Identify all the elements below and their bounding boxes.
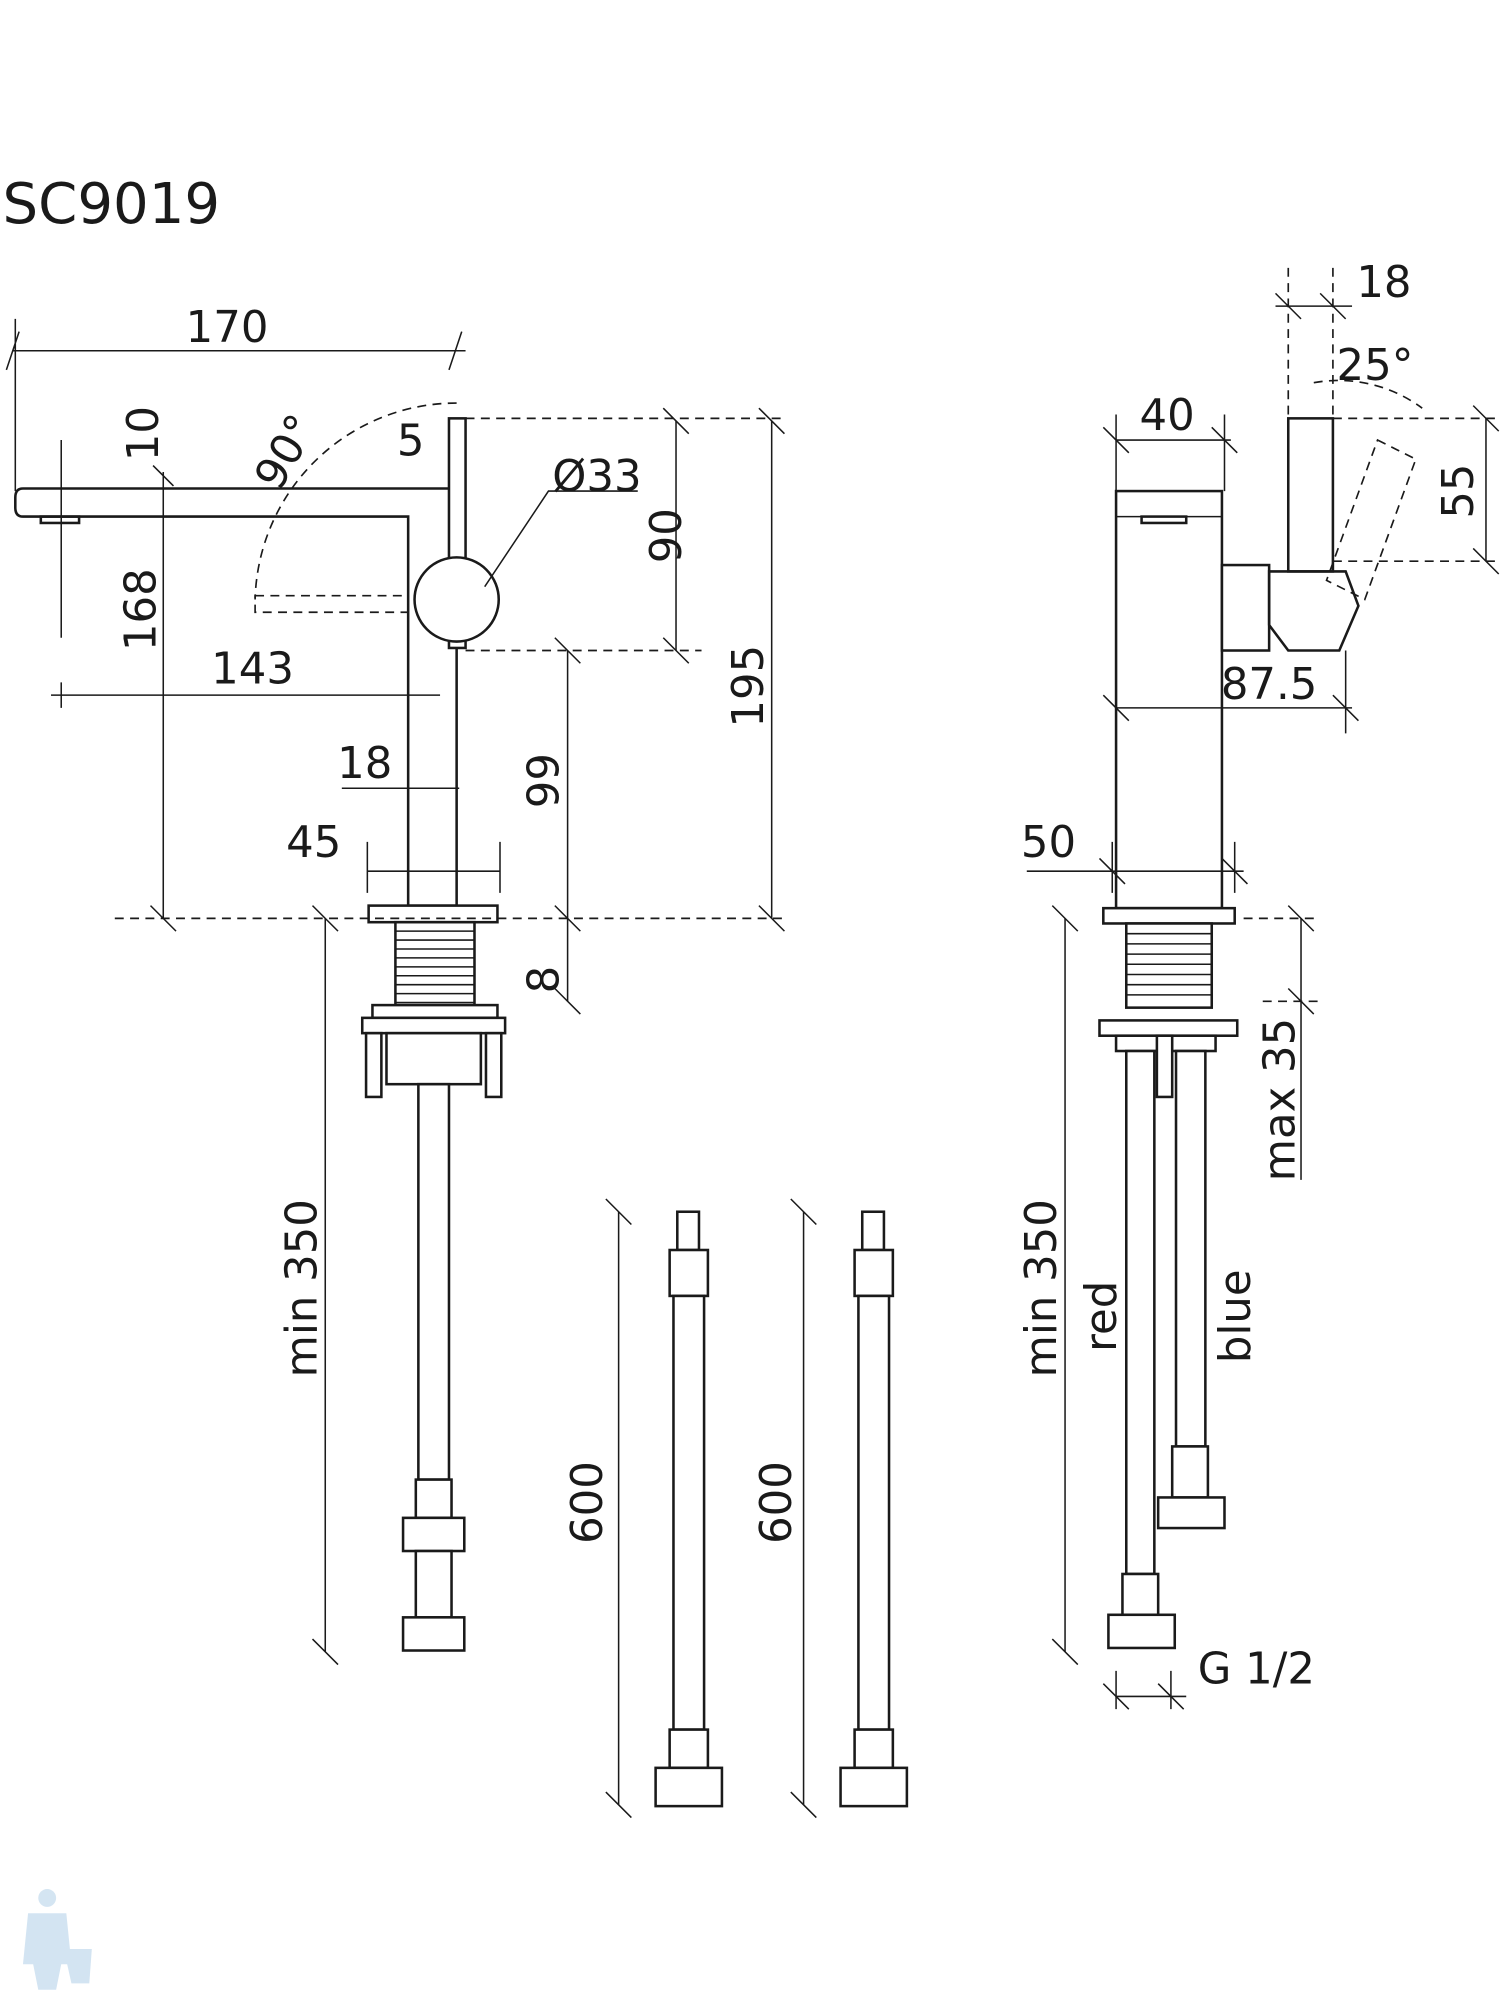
- dim-90-degree: 90°: [245, 406, 327, 498]
- side-view-dimension-lines: [5, 318, 817, 1819]
- dim-195: 195: [724, 645, 774, 728]
- dim-max-35: max 35: [1256, 1018, 1306, 1181]
- dim-99: 99: [520, 753, 570, 808]
- dim-168: 168: [117, 568, 167, 651]
- model-title: SC9019: [3, 172, 221, 237]
- label-blue-hose: blue: [1211, 1269, 1261, 1363]
- dim-50: 50: [1021, 818, 1076, 868]
- dim-170: 170: [186, 303, 269, 353]
- dim-g-1-2: G 1/2: [1198, 1645, 1315, 1695]
- dim-min-350-front: min 350: [1017, 1199, 1067, 1377]
- dim-hose-600-2: 600: [752, 1461, 802, 1544]
- dim-diameter-33: Ø33: [552, 452, 641, 502]
- label-red-hose: red: [1077, 1281, 1127, 1352]
- dim-40: 40: [1139, 391, 1194, 441]
- dim-8: 8: [520, 966, 570, 994]
- dim-hose-600-1: 600: [563, 1461, 613, 1544]
- dim-18: 18: [337, 739, 392, 789]
- plumber-mascot-logo: [22, 1889, 92, 1990]
- front-view-faucet: [1098, 267, 1423, 1650]
- dim-55: 55: [1434, 463, 1484, 518]
- flexible-hoses: [654, 1210, 909, 1808]
- front-view-dimension-lines: [1026, 292, 1500, 1710]
- dim-5: 5: [397, 416, 425, 466]
- side-view-faucet: [14, 402, 507, 1652]
- dim-min-350-side: min 350: [277, 1199, 327, 1377]
- dim-87-5: 87.5: [1221, 660, 1318, 710]
- dim-45: 45: [286, 818, 341, 868]
- dim-143: 143: [211, 645, 294, 695]
- dim-18-lever: 18: [1356, 258, 1411, 308]
- dim-25-degree: 25°: [1337, 341, 1414, 391]
- dim-90: 90: [642, 508, 692, 563]
- dim-10: 10: [119, 406, 169, 461]
